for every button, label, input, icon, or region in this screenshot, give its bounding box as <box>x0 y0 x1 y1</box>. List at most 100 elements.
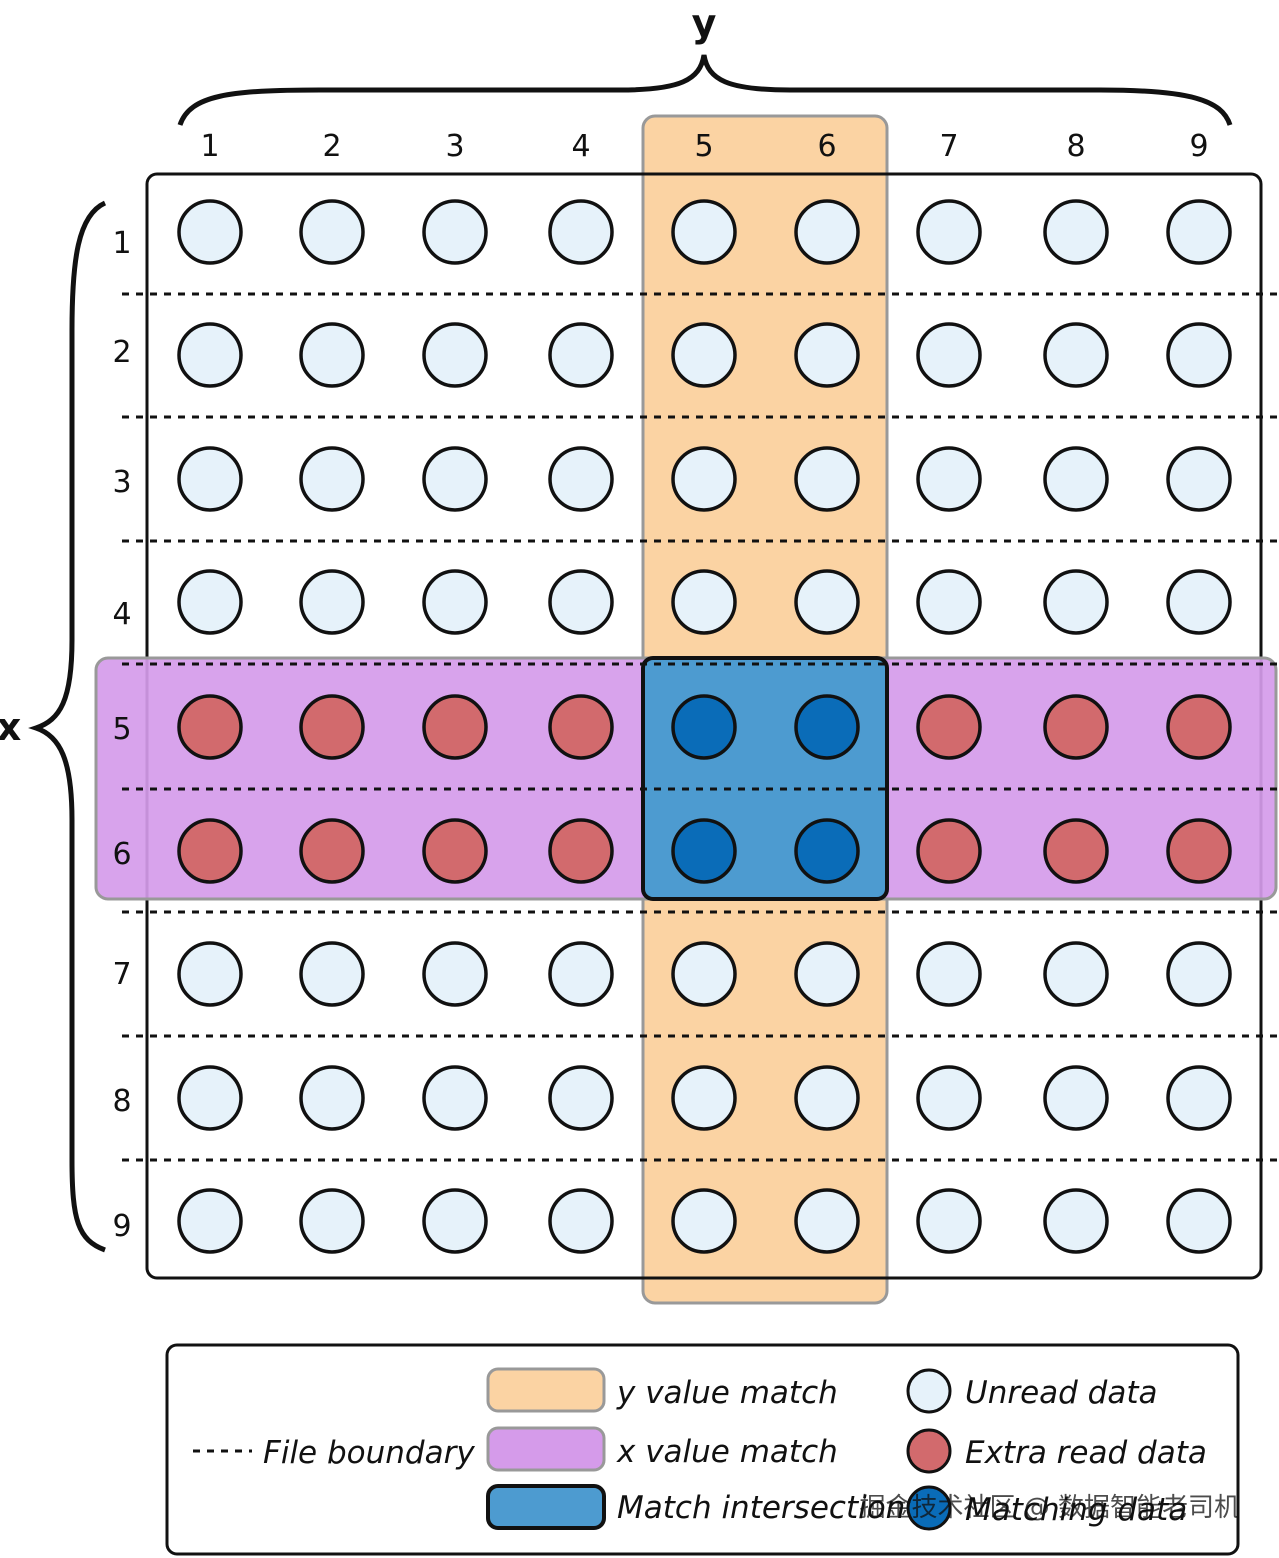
y-tick-label: 2 <box>322 129 341 164</box>
x-tick-label: 8 <box>112 1084 131 1119</box>
unread-data-cell <box>299 941 365 1007</box>
x-axis-brace <box>28 200 107 1253</box>
extra-read-data-cell <box>548 694 614 760</box>
unread-data-cell <box>299 199 365 265</box>
unread-data-cell <box>671 941 737 1007</box>
file-boundary-label: File boundary <box>263 1435 475 1471</box>
y-tick-label: 4 <box>571 129 590 164</box>
unread-data-cell <box>794 569 860 635</box>
x-tick-label: 7 <box>112 957 131 992</box>
unread-data-cell <box>548 569 614 635</box>
extra-read-data-cell <box>1166 818 1232 884</box>
x-tick-label: 1 <box>112 226 131 261</box>
legend: File boundary y value match x value matc… <box>165 1343 1240 1556</box>
y-axis-label: y <box>692 1 717 45</box>
unread-data-cell <box>548 199 614 265</box>
unread-data-cell <box>916 569 982 635</box>
matching-data-cell <box>794 694 860 760</box>
unread-data-cell <box>671 1065 737 1131</box>
file-boundaries <box>122 292 1279 1162</box>
x-tick-label: 2 <box>112 335 131 370</box>
watermark: 掘金技术社区 @ 数据智能老司机 <box>859 1493 1240 1523</box>
unread-data-cell <box>1043 569 1109 635</box>
unread-data-cell <box>671 569 737 635</box>
unread-data-cell <box>177 1188 243 1254</box>
extra-read-data-cell <box>1043 818 1109 884</box>
unread-data-cell <box>916 322 982 388</box>
unread-data-cell <box>794 446 860 512</box>
unread-data-cell <box>299 569 365 635</box>
y-tick-label: 6 <box>817 129 836 164</box>
unread-data-cell <box>422 199 488 265</box>
unread-data-cell <box>177 322 243 388</box>
unread-data-cell <box>1166 1065 1232 1131</box>
unread-data-swatch <box>906 1368 952 1414</box>
y-value-match-swatch <box>486 1367 606 1413</box>
unread-data-cell <box>1043 941 1109 1007</box>
extra-read-data-cell <box>422 818 488 884</box>
extra-read-data-label: Extra read data <box>965 1435 1207 1471</box>
unread-data-cell <box>177 446 243 512</box>
unread-data-cell <box>1166 569 1232 635</box>
unread-data-cell <box>177 941 243 1007</box>
unread-data-cell <box>422 322 488 388</box>
unread-data-cell <box>671 199 737 265</box>
unread-data-cell <box>1043 1065 1109 1131</box>
unread-data-cell <box>177 199 243 265</box>
matching-data-cell <box>671 694 737 760</box>
extra-read-data-cell <box>177 694 243 760</box>
y-tick-label: 5 <box>694 129 713 164</box>
unread-data-cell <box>794 199 860 265</box>
x-tick-label: 6 <box>112 837 131 872</box>
unread-data-cell <box>1166 199 1232 265</box>
data-cells <box>177 199 1232 1254</box>
unread-data-cell <box>548 941 614 1007</box>
unread-data-cell <box>299 1065 365 1131</box>
unread-data-cell <box>1043 1188 1109 1254</box>
unread-data-cell <box>794 1188 860 1254</box>
unread-data-cell <box>422 1065 488 1131</box>
y-tick-label: 8 <box>1066 129 1085 164</box>
matching-data-swatch <box>906 1485 952 1531</box>
x-tick-label: 5 <box>112 712 131 747</box>
extra-read-data-cell <box>177 818 243 884</box>
x-axis-label: x <box>0 705 21 749</box>
extra-read-data-cell <box>1166 694 1232 760</box>
unread-data-cell <box>177 1065 243 1131</box>
unread-data-cell <box>548 322 614 388</box>
x-tick-label: 4 <box>112 597 131 632</box>
unread-data-cell <box>299 1188 365 1254</box>
extra-read-data-cell <box>422 694 488 760</box>
unread-data-cell <box>916 1065 982 1131</box>
unread-data-cell <box>548 1065 614 1131</box>
extra-read-data-cell <box>916 694 982 760</box>
x-value-match-swatch <box>486 1426 606 1472</box>
x-value-match-label: x value match <box>616 1434 838 1470</box>
y-tick-label: 1 <box>200 129 219 164</box>
extra-read-data-swatch <box>906 1428 952 1474</box>
unread-data-cell <box>794 322 860 388</box>
extra-read-data-cell <box>1043 694 1109 760</box>
extra-read-data-cell <box>916 818 982 884</box>
unread-data-cell <box>916 446 982 512</box>
unread-data-cell <box>422 1188 488 1254</box>
match-intersection-swatch <box>486 1484 606 1530</box>
unread-data-cell <box>671 446 737 512</box>
unread-data-cell <box>1043 199 1109 265</box>
unread-data-cell <box>671 1188 737 1254</box>
unread-data-cell <box>422 569 488 635</box>
unread-data-cell <box>422 446 488 512</box>
y-value-match-label: y value match <box>616 1375 838 1411</box>
unread-data-cell <box>1166 1188 1232 1254</box>
x-tick-label: 3 <box>112 465 131 500</box>
y-tick-label: 7 <box>939 129 958 164</box>
matching-data-cell <box>794 818 860 884</box>
legend-box <box>165 1343 1240 1556</box>
unread-data-cell <box>1166 941 1232 1007</box>
unread-data-cell <box>299 446 365 512</box>
unread-data-cell <box>422 941 488 1007</box>
y-tick-label: 3 <box>445 129 464 164</box>
extra-read-data-cell <box>299 694 365 760</box>
